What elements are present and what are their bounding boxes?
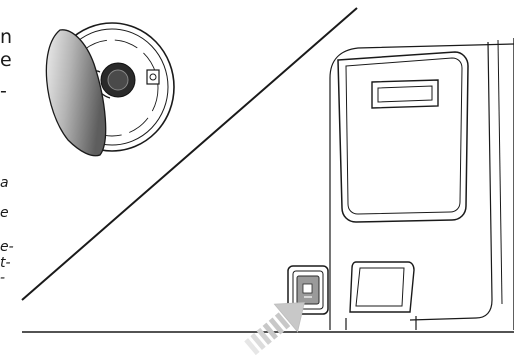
cut-caption-fragment: t- <box>0 255 11 271</box>
panel-trim-edge <box>497 39 503 305</box>
cut-caption-fragment: a <box>0 175 9 191</box>
flap-latch-pin <box>149 73 157 81</box>
cut-text-fragment: n <box>0 26 13 48</box>
diagonal-divider <box>21 7 358 301</box>
cut-caption-fragment: e- <box>0 239 14 255</box>
panel-outline <box>329 43 514 330</box>
cut-caption-fragment: e <box>0 205 9 221</box>
panel-trim-right <box>409 41 493 321</box>
cut-text-fragment: - <box>0 80 7 102</box>
fuel-pump-icon <box>302 283 313 294</box>
storage-pocket <box>349 261 415 313</box>
glovebox-handle-recess <box>377 85 433 103</box>
pointer-arrow-icon <box>244 302 305 356</box>
fuel-cap-grip <box>107 69 129 91</box>
fuel-flap-door <box>45 29 107 157</box>
pocket-supports <box>345 316 417 330</box>
glovebox-inner <box>345 57 463 215</box>
dashboard-panel <box>287 38 514 330</box>
fuel-cap-inset <box>45 22 175 157</box>
switch-bezel-inner <box>292 270 324 310</box>
glovebox-handle <box>371 79 439 109</box>
cut-caption-fragment: - <box>0 270 6 286</box>
storage-pocket-inner <box>355 267 405 307</box>
cut-text-fragment: e <box>0 49 12 71</box>
fuel-flap-release-switch[interactable] <box>296 275 320 305</box>
glovebox-outer <box>337 51 469 223</box>
